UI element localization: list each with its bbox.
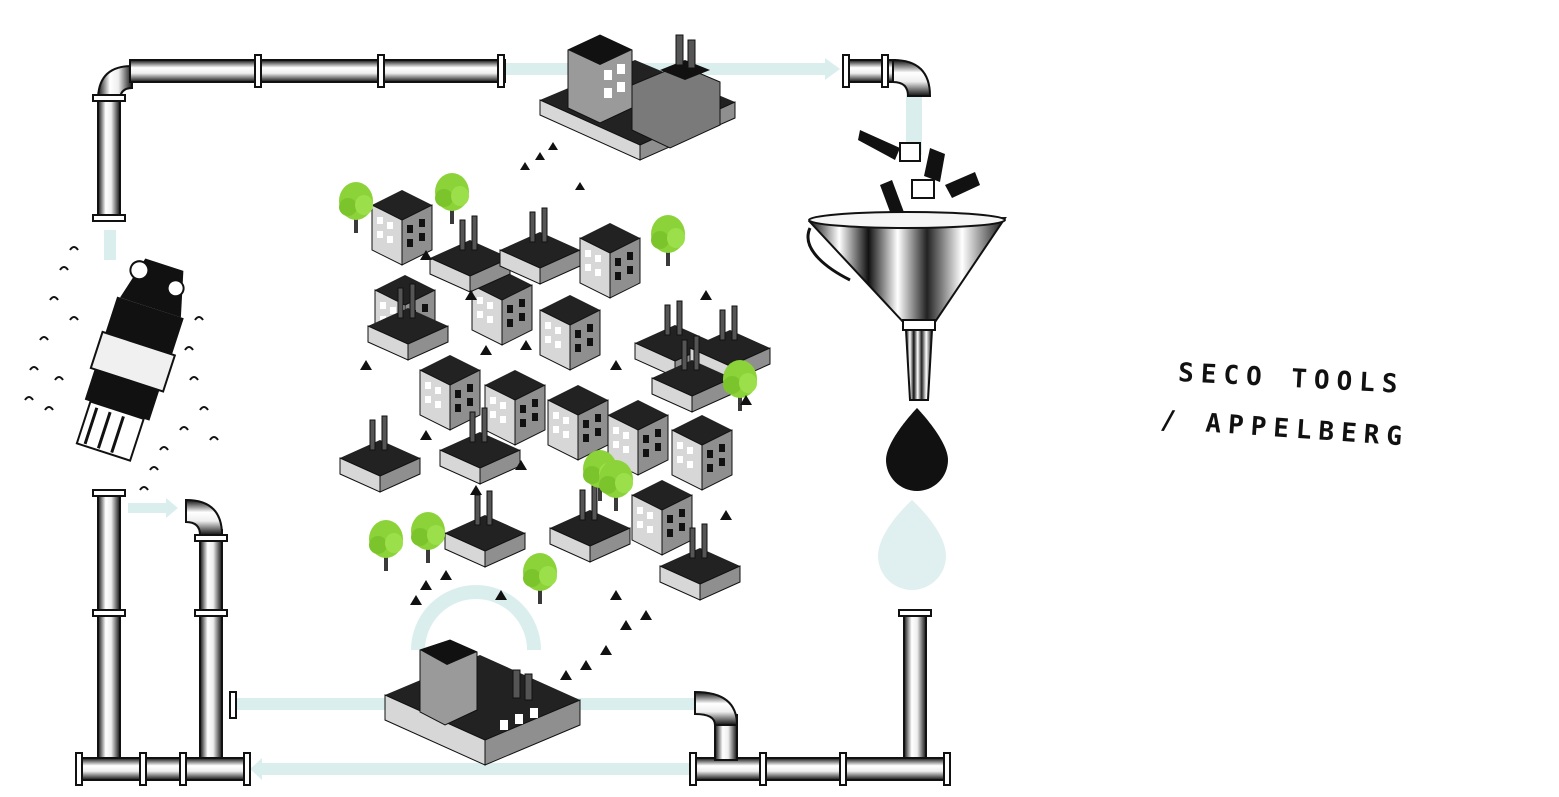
terrain-triangles [360,142,752,680]
milling-tool-icon [75,258,185,462]
city-cluster [339,189,771,601]
metal-chips [24,246,219,491]
oil-drop-icon [878,408,948,590]
pipe-icon [77,58,949,781]
pipe-flanges [75,54,951,786]
factory-icon-bottom [384,639,581,766]
funnel-icon [806,211,1007,401]
factory-icon [539,34,736,161]
insert-tools [858,130,980,220]
